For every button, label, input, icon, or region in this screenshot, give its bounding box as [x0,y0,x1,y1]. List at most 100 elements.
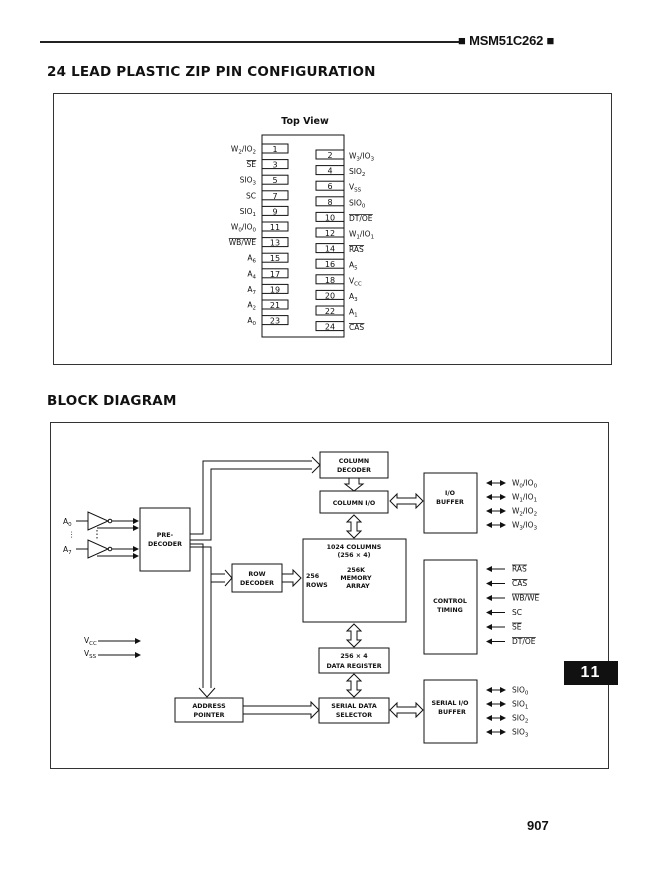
pin-box [261,268,289,279]
pin-config-title: 24 LEAD PLASTIC ZIP PIN CONFIGURATION [47,64,376,80]
pin-box [315,227,345,238]
rows-count-label: 256 [306,573,320,580]
pin-box [315,196,345,207]
memory-columns-label: 1024 COLUMNS [327,544,382,551]
section-tab: 11 [564,661,618,685]
pin-number: 17 [270,270,280,279]
address-pointer-label-1: ADDRESS [192,703,226,710]
arrow-selector-serialbuffer [389,701,424,719]
pin-label: SC [246,191,256,200]
pin-number: 3 [272,161,277,170]
left-pin-column: 1W2/IO23SE5SIO37SC9SIO111W0/IO013WB/WE15… [228,143,289,327]
pin-box [261,190,289,201]
pin-box [261,143,289,154]
part-number: ■ MSM51C262 ■ [458,33,555,48]
pin-4: 4 SIO2 [315,165,365,178]
serial-io-buffer-block [423,679,478,744]
predecoder-block [139,507,191,572]
pin-number: 20 [325,291,335,300]
pin-8: 8 SIO0 [315,196,366,209]
pin-label: A2 [247,301,256,312]
row-decoder-block [231,563,283,593]
pin-13: 13 WB/WE [228,237,289,248]
pin-number: 18 [325,276,335,285]
array-label: ARRAY [346,583,370,590]
pin-label: SIO0 [349,198,366,209]
pin-number: 14 [325,245,335,254]
bus-to-row-decoder [211,569,233,587]
pin-label: W0/IO0 [231,223,257,234]
pin-number: 19 [270,285,280,294]
rows-label: ROWS [306,582,328,589]
pin-label: A0 [247,316,256,327]
pin-number: 4 [327,167,332,176]
control-signal: DT/OE [486,637,536,646]
control-signal: CAS [486,579,528,588]
pin-label: VSS [349,183,362,194]
pin-number: 21 [270,301,280,310]
pin-box [315,305,345,316]
pin-box [315,180,345,191]
memory-org-label: (256 × 4) [338,552,371,559]
serial-signal: SIO0 [486,686,529,697]
pin-box [315,243,345,254]
pin-label: DT/OE [349,214,373,223]
pin-label: SIO1 [240,207,256,218]
address-buffer-a7 [76,539,139,559]
row-decoder-label-1: ROW [248,571,265,578]
power-label-vss: VSS [84,649,97,660]
bus-predecoder-to-address-pointer [190,543,216,698]
pin-label: W3/IO3 [349,152,375,163]
pin-box [261,283,289,294]
io-buffer-label-1: I/O [445,490,456,497]
pin-box [261,174,289,185]
serial-signal-label: SIO2 [512,714,528,725]
pin-label: W1/IO1 [349,230,374,241]
address-pointer-label-2: POINTER [193,712,224,719]
serial-io-label-2: BUFFER [438,709,466,716]
ellipsis-mark: ⋮ [68,530,76,539]
io-buffer-block [423,472,478,534]
timing-label: TIMING [437,607,463,614]
pin-number: 22 [325,307,335,316]
column-decoder-block [319,451,389,479]
pin-number: 13 [270,239,280,248]
data-register-block [318,647,390,674]
serial-signal-label: SIO0 [512,686,529,697]
column-decoder-label-2: DECODER [337,467,371,474]
power-label-vcc: VCC [84,636,97,647]
pin-label: RAS [349,245,364,254]
pin-label: SIO2 [349,167,365,178]
arrow-coldec-to-colio [343,478,365,492]
pin-box [261,237,289,248]
pin-9: 9 SIO1 [240,205,289,218]
pin-label: A6 [247,254,256,265]
address-buffer-a0 [76,511,139,531]
row-decoder-label-2: DECODER [240,580,274,587]
serial-signal: SIO3 [486,728,529,739]
serial-io-label-1: SERIAL I/O [431,700,469,707]
pin-label: WB/WE [229,238,257,247]
arrow-colio-memory [345,514,363,539]
pin-number: 9 [272,207,277,216]
pin-number: 5 [272,176,277,185]
pin-number: 1 [272,145,277,154]
pin-label: CAS [349,323,364,332]
pin-number: 15 [270,254,280,263]
pin-number: 8 [327,198,332,207]
block-diagram-frame [50,422,609,769]
bus-predecoder-to-column-decoder [190,456,321,541]
pin-number: 23 [270,317,280,326]
pin-number: 24 [325,323,335,332]
